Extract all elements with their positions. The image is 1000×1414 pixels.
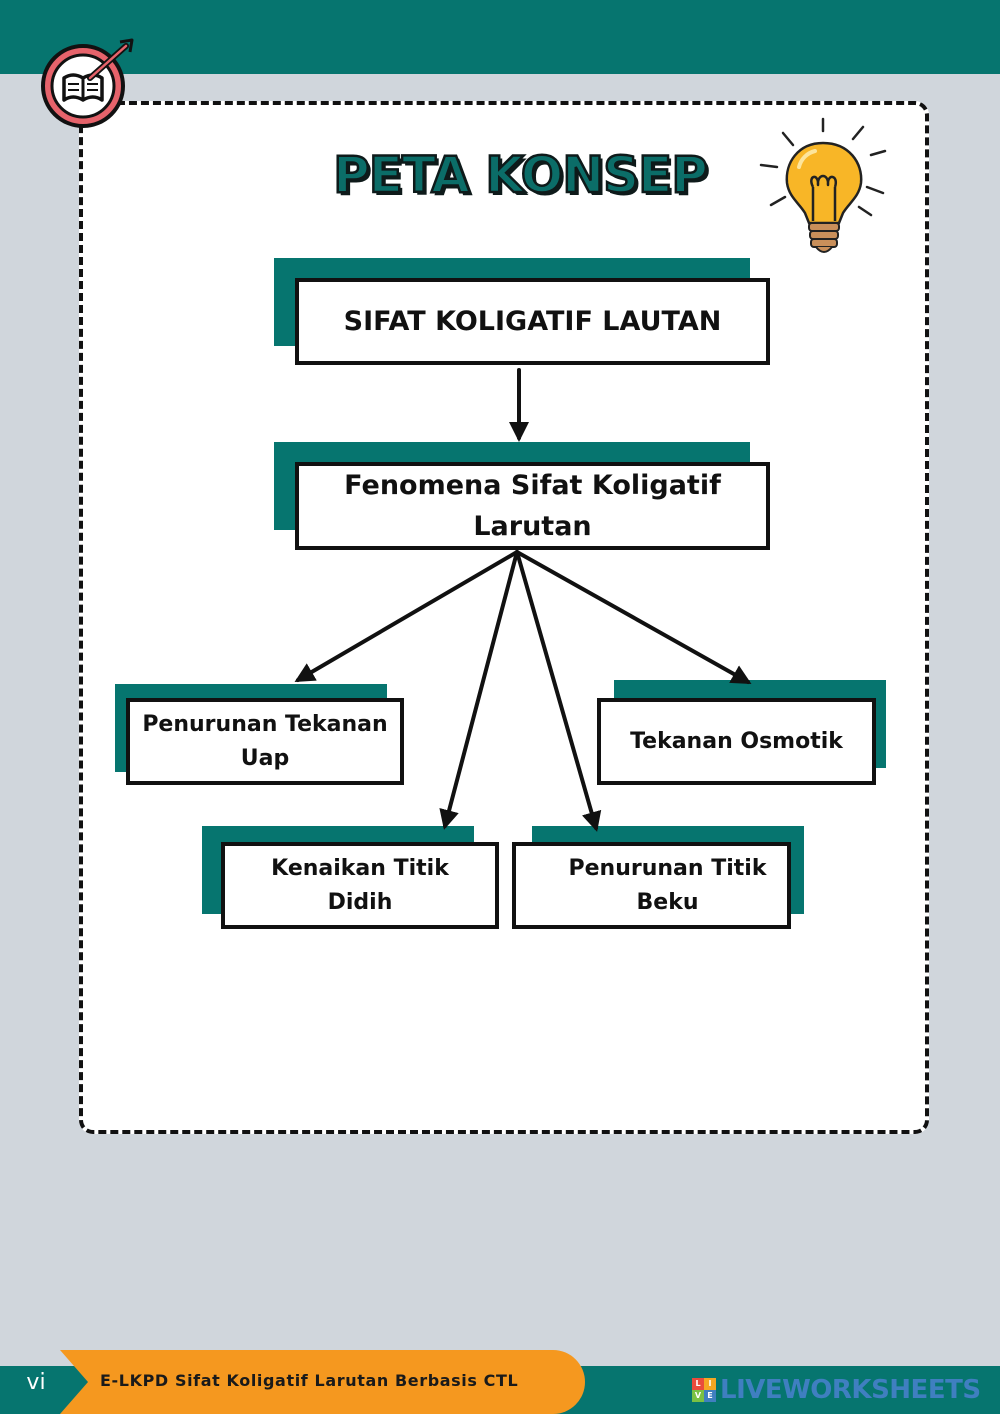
- middle-node-label: Fenomena Sifat Koligatif Larutan: [344, 470, 721, 542]
- leaf-vapor-pressure: Penurunan Tekanan Uap: [126, 698, 404, 785]
- liveworksheets-logo[interactable]: L I V E LIVEWORKSHEETS: [692, 1372, 981, 1408]
- light-bulb-icon: [759, 117, 887, 253]
- leaf-freezing-point: Penurunan Titik Beku: [512, 842, 791, 929]
- footer-title-pill: [60, 1350, 585, 1414]
- middle-node: Fenomena Sifat Koligatif Larutan: [295, 462, 770, 550]
- arrow-to-vapor-pressure: [294, 550, 519, 683]
- top-header-band: [0, 0, 1000, 74]
- root-node: SIFAT KOLIGATIF LAUTAN: [295, 278, 770, 365]
- page-number: vi: [26, 1369, 46, 1395]
- liveworksheets-logo-icon: L I V E: [692, 1378, 716, 1402]
- liveworksheets-brand-text: LIVEWORKSHEETS: [720, 1375, 981, 1405]
- leaf-osmotic-pressure: Tekanan Osmotik: [597, 698, 876, 785]
- leaf-boiling-point: Kenaikan Titik Didih: [221, 842, 499, 929]
- leaf-boiling-point-label: Kenaikan Titik Didih: [271, 855, 449, 915]
- arrow-to-osmotic-pressure: [515, 550, 752, 684]
- arrow-to-freezing-point: [515, 550, 602, 832]
- page-title: PETA KONSEP: [332, 145, 709, 206]
- book-target-icon: [41, 38, 134, 128]
- root-node-label: SIFAT KOLIGATIF LAUTAN: [343, 306, 722, 337]
- arrow-to-boiling-point: [439, 550, 519, 830]
- footer-document-title: E-LKPD Sifat Koligatif Larutan Berbasis …: [100, 1370, 519, 1390]
- leaf-vapor-pressure-label: Penurunan Tekanan Uap: [142, 711, 388, 771]
- leaf-osmotic-pressure-label: Tekanan Osmotik: [630, 729, 843, 754]
- leaf-freezing-point-label: Penurunan Titik Beku: [568, 855, 767, 915]
